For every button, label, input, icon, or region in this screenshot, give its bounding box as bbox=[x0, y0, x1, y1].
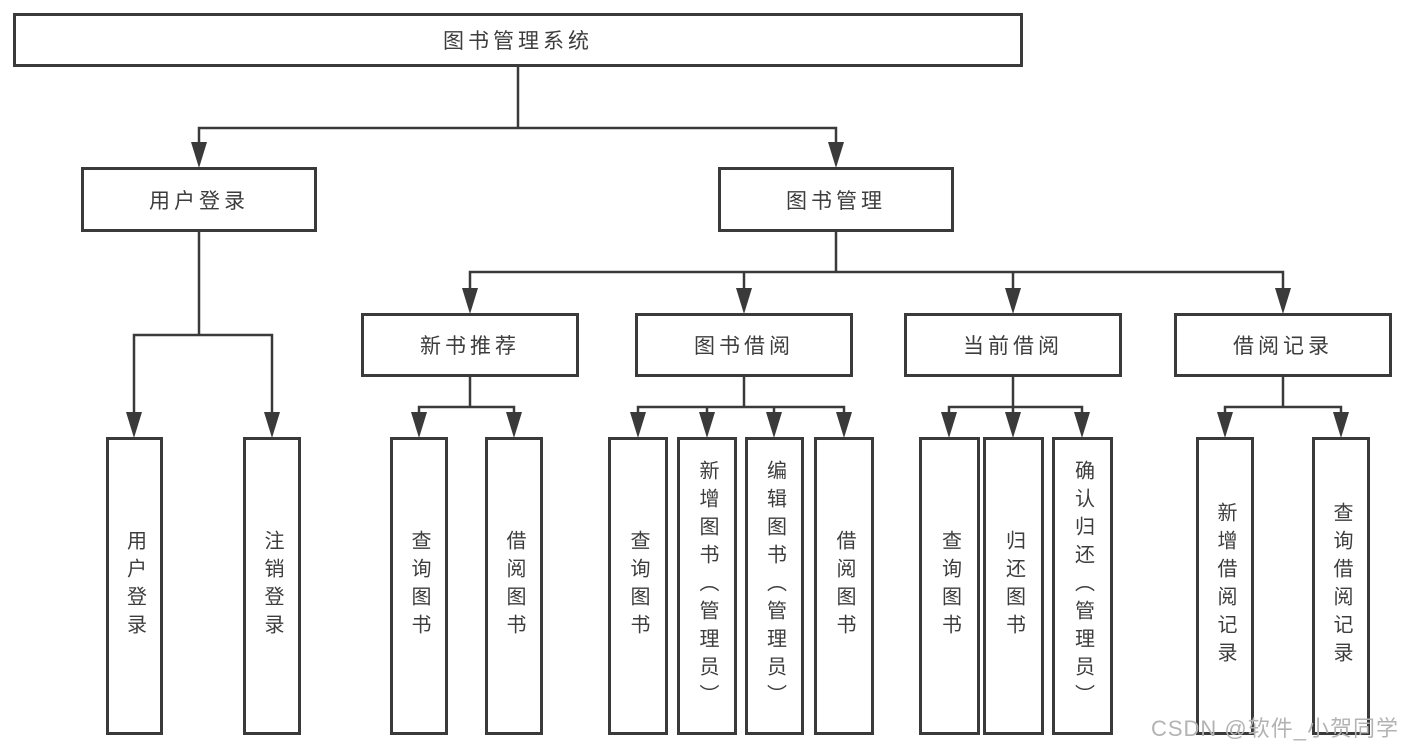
leaf-query-books-current: 查询图书 bbox=[919, 437, 980, 735]
node-label: 图书管理 bbox=[786, 189, 886, 213]
node-current-borrowing: 当前借阅 bbox=[904, 313, 1122, 377]
node-borrowing-records: 借阅记录 bbox=[1174, 313, 1392, 377]
arrowheads-leaves bbox=[126, 412, 1349, 438]
node-label: 注销登录 bbox=[261, 530, 283, 642]
node-label: 当前借阅 bbox=[963, 335, 1063, 358]
node-label: 查询借阅记录 bbox=[1330, 502, 1352, 670]
node-label: 借阅记录 bbox=[1233, 335, 1333, 358]
node-user-login: 用户登录 bbox=[81, 167, 317, 232]
csdn-watermark: CSDN @软件_小贺同学 bbox=[1150, 716, 1399, 741]
node-label: 借阅图书 bbox=[503, 530, 525, 642]
leaf-add-borrow-record: 新增借阅记录 bbox=[1196, 437, 1254, 735]
node-label: 图书管理系统 bbox=[443, 30, 593, 53]
leaf-query-books-recommend: 查询图书 bbox=[390, 437, 448, 735]
node-label: 图书借阅 bbox=[694, 335, 794, 358]
connector-records-branch bbox=[1223, 405, 1343, 414]
leaf-add-book-admin: 新增图书（管理员） bbox=[677, 437, 737, 735]
leaf-borrow-books-recommend: 借阅图书 bbox=[485, 437, 543, 735]
connector-level3-mid-stems bbox=[742, 272, 1015, 290]
connector-current-branch bbox=[947, 405, 1084, 414]
node-book-borrowing: 图书借阅 bbox=[635, 313, 853, 377]
node-label: 用户登录 bbox=[123, 530, 146, 642]
node-label: 查询图书 bbox=[627, 530, 649, 642]
node-book-management: 图书管理 bbox=[718, 167, 954, 232]
node-label: 借阅图书 bbox=[833, 530, 855, 642]
connector-level3-branch bbox=[468, 270, 1285, 290]
leaf-edit-book-admin: 编辑图书（管理员） bbox=[745, 437, 804, 735]
leaf-query-books-borrowing: 查询图书 bbox=[608, 437, 668, 735]
leaf-return-books: 归还图书 bbox=[983, 437, 1044, 735]
node-label: 新书推荐 bbox=[420, 335, 520, 358]
node-label: 新增图书（管理员） bbox=[696, 460, 718, 712]
connector-user-login-branch bbox=[132, 333, 274, 414]
leaf-logout: 注销登录 bbox=[243, 437, 301, 735]
leaf-user-login: 用户登录 bbox=[106, 437, 163, 735]
leaf-confirm-return-admin: 确认归还（管理员） bbox=[1052, 437, 1113, 735]
connector-recommend-branch bbox=[417, 405, 516, 414]
node-label: 确认归还（管理员） bbox=[1071, 460, 1094, 712]
node-label: 新增借阅记录 bbox=[1214, 502, 1236, 670]
node-label: 查询图书 bbox=[938, 530, 961, 642]
connector-root-branch bbox=[197, 126, 838, 144]
node-label: 编辑图书（管理员） bbox=[763, 460, 786, 712]
node-label: 用户登录 bbox=[149, 189, 249, 213]
node-label: 归还图书 bbox=[1002, 530, 1025, 642]
node-new-book-recommendation: 新书推荐 bbox=[361, 313, 579, 377]
node-library-system: 图书管理系统 bbox=[13, 13, 1023, 67]
connector-borrowing-mids bbox=[705, 407, 776, 414]
arrowheads-level3 bbox=[462, 288, 1291, 314]
leaf-borrow-books: 借阅图书 bbox=[814, 437, 874, 735]
node-label: 查询图书 bbox=[408, 530, 430, 642]
arrowheads-level2 bbox=[191, 142, 844, 168]
connector-borrowing-branch bbox=[636, 405, 846, 414]
leaf-query-borrow-record: 查询借阅记录 bbox=[1312, 437, 1370, 735]
